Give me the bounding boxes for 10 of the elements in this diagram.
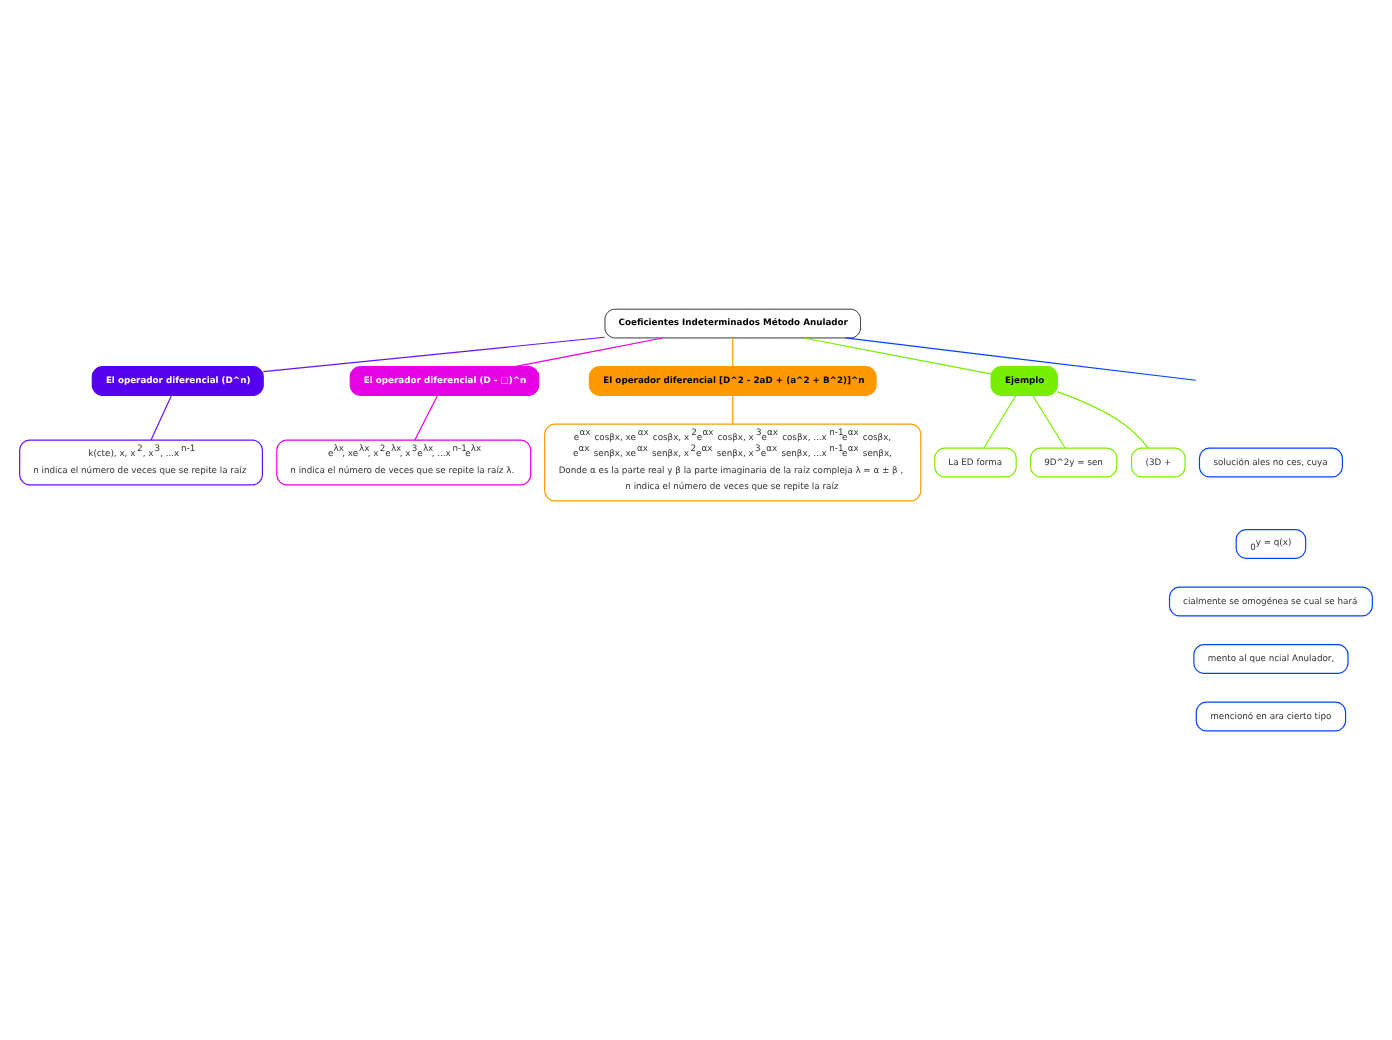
connector bbox=[1032, 395, 1066, 449]
connector bbox=[983, 395, 1017, 449]
connector bbox=[150, 395, 172, 441]
connector bbox=[803, 337, 992, 375]
connector bbox=[414, 395, 438, 441]
connector bbox=[262, 336, 606, 373]
connector bbox=[732, 337, 734, 368]
connector bbox=[1056, 391, 1149, 449]
connector bbox=[844, 337, 1197, 381]
connector bbox=[732, 395, 734, 425]
